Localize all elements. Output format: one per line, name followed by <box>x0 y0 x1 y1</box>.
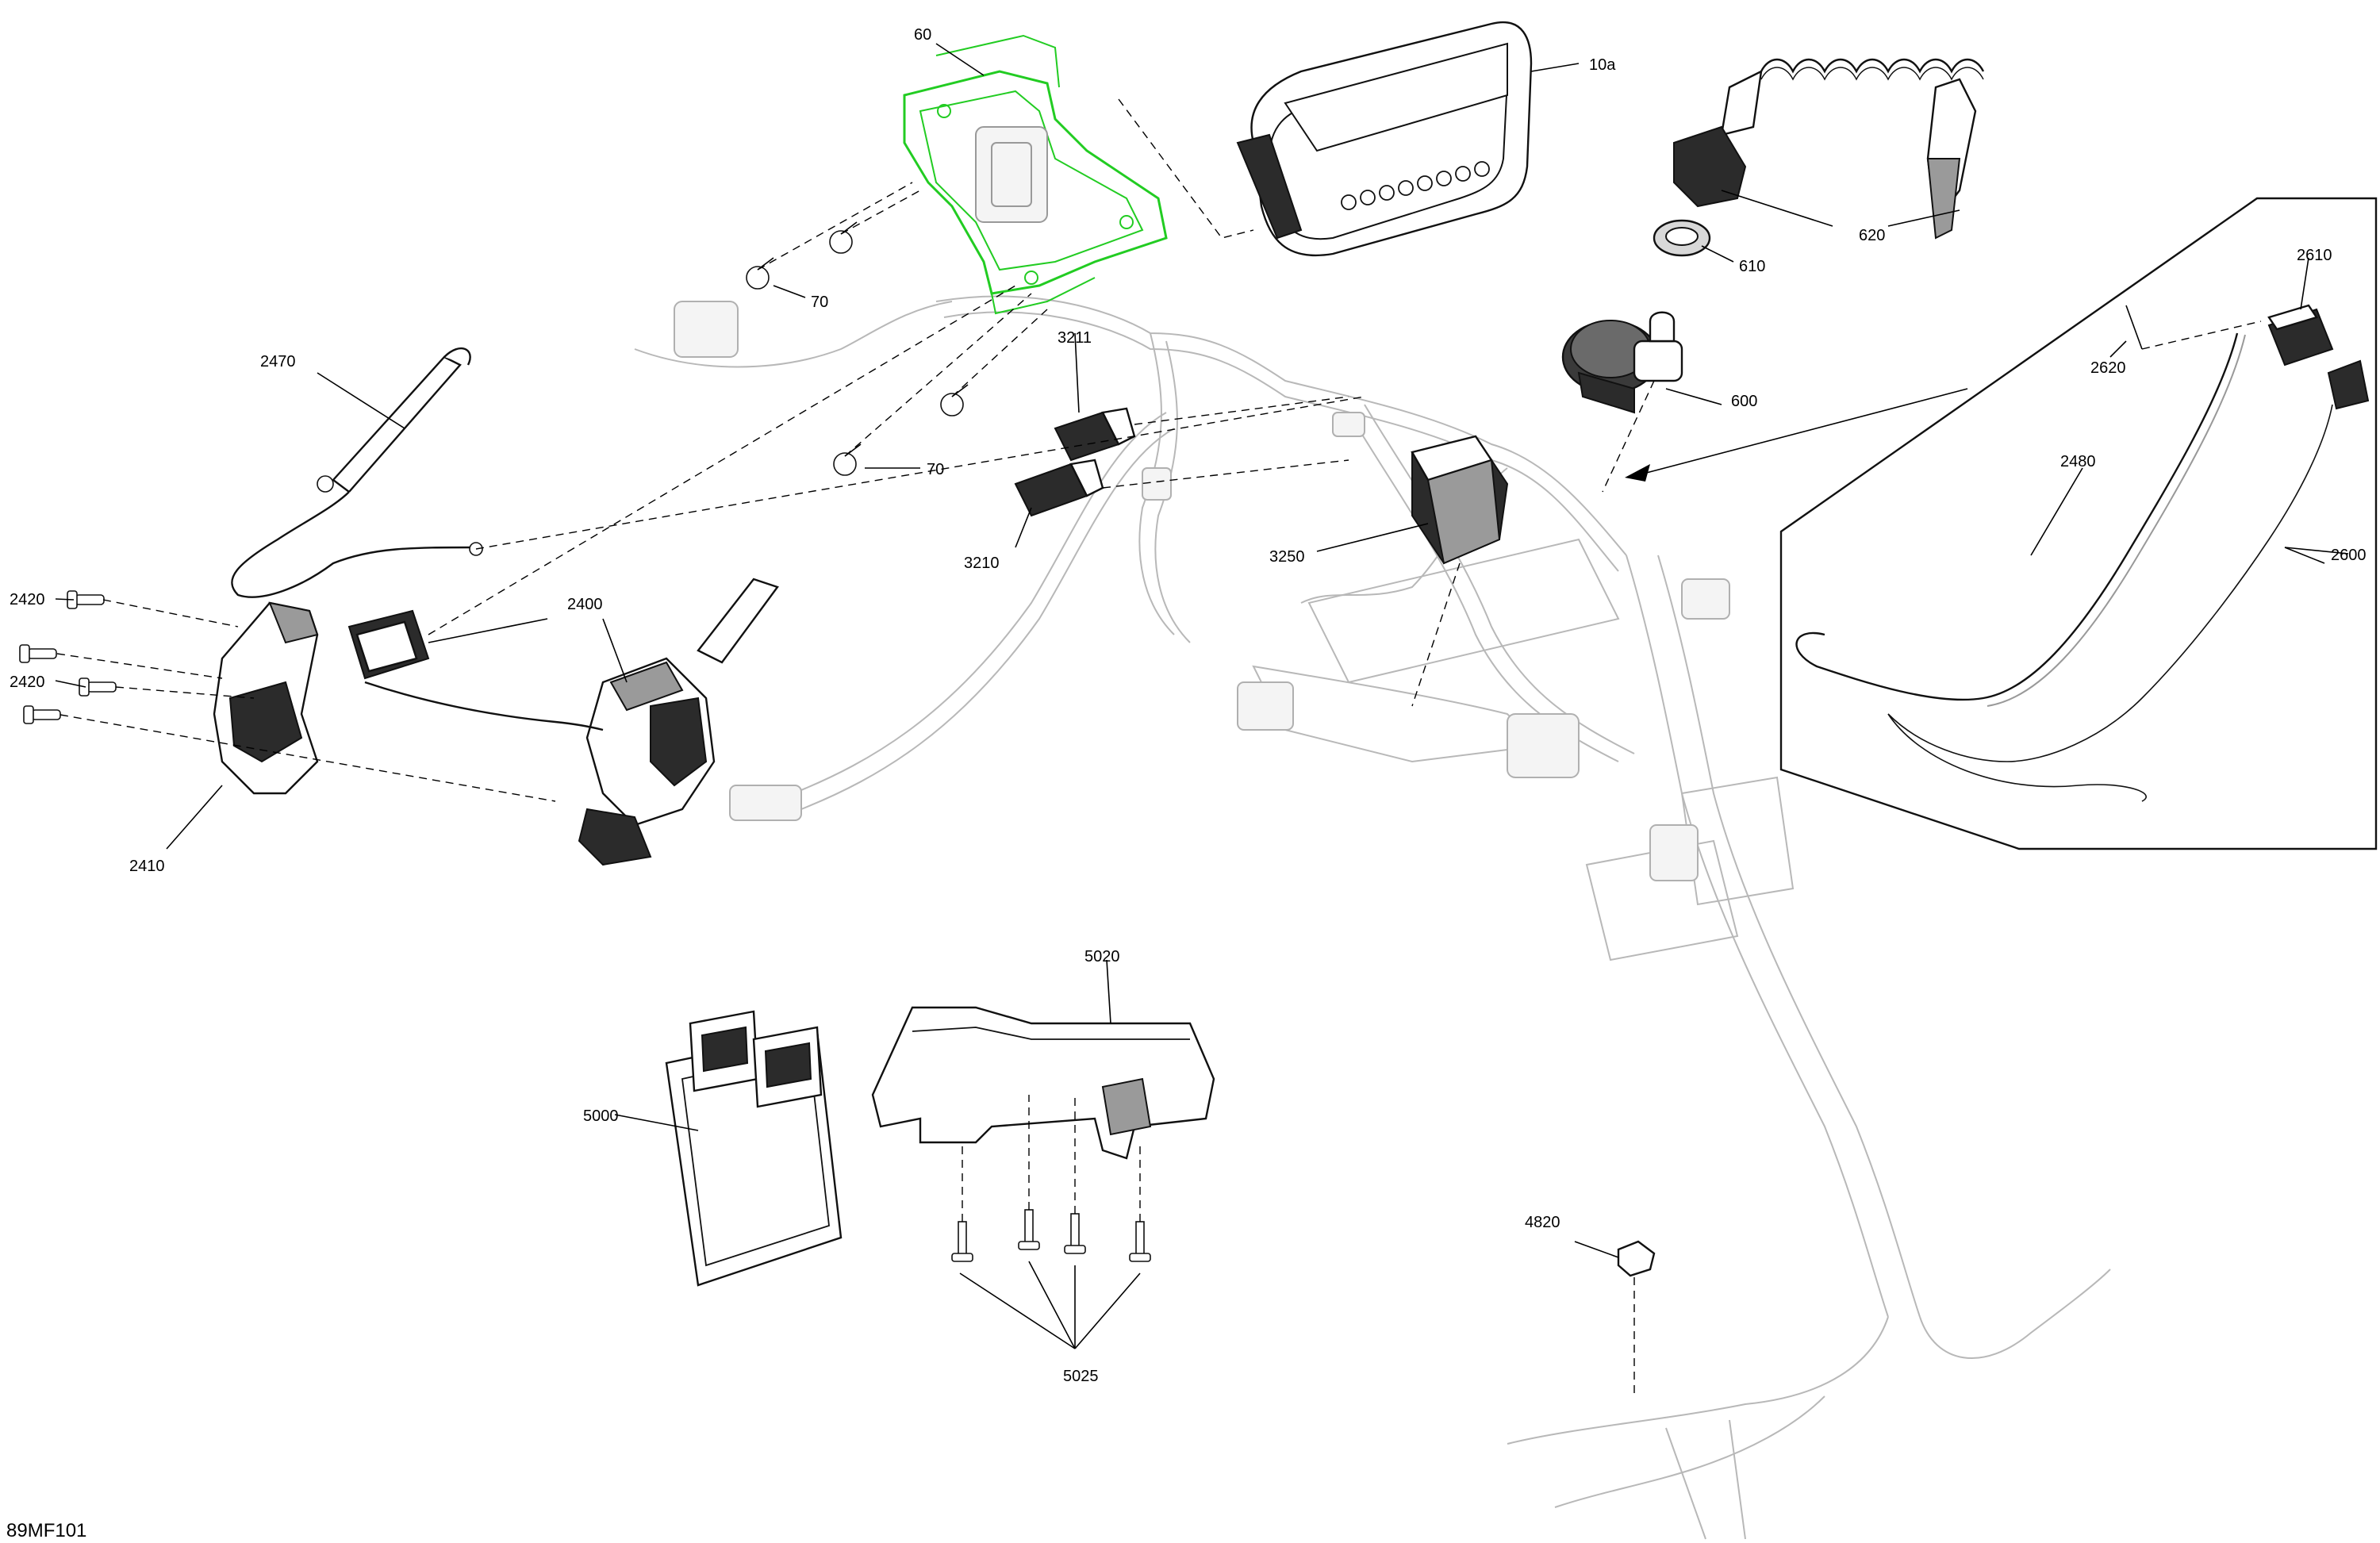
callout-labels: 60 10a 620 610 600 70 70 3211 3210 3250 … <box>6 26 2367 1541</box>
callout-2600: 2600 <box>2331 547 2367 564</box>
leader-lines <box>55 43 2349 1349</box>
connector-3210 <box>1014 459 1104 517</box>
wire-2480 <box>1795 332 2246 707</box>
ecm-5000 <box>665 1010 843 1287</box>
nut-4820 <box>1617 1240 1656 1277</box>
callout-60: 60 <box>914 26 931 44</box>
callout-5025: 5025 <box>1063 1368 1099 1385</box>
callout-2480: 2480 <box>2060 453 2096 470</box>
callout-4820: 4820 <box>1525 1214 1560 1231</box>
throttle-body-2400 <box>364 578 779 866</box>
callout-610: 610 <box>1739 258 1765 275</box>
callout-2400: 2400 <box>567 596 603 613</box>
callout-3250: 3250 <box>1269 548 1305 566</box>
callout-2420-lower: 2420 <box>10 674 45 691</box>
screw-2420-set <box>19 590 117 724</box>
connector-3211 <box>1054 407 1136 462</box>
key-ring-610 <box>1653 219 1711 257</box>
callout-2420-upper: 2420 <box>10 591 45 608</box>
callout-2470: 2470 <box>260 353 296 370</box>
assembly-lines <box>56 98 2262 1396</box>
callout-3210: 3210 <box>964 555 1000 572</box>
detail-inset-panel <box>1625 197 2378 850</box>
switch-housing-2410 <box>213 601 319 795</box>
callout-3211: 3211 <box>1058 329 1092 347</box>
harness-2600 <box>1887 359 2370 802</box>
pin-2620 <box>2125 305 2143 350</box>
callout-70-upper: 70 <box>811 294 828 311</box>
main-wiring-harness <box>634 295 2111 1540</box>
tether-cord-620 <box>1673 58 1985 240</box>
callout-70-lower: 70 <box>927 461 944 478</box>
instrument-cluster-10a <box>1236 21 1580 257</box>
dess-post-600 <box>1561 311 1683 414</box>
callout-10a: 10a <box>1589 56 1616 74</box>
callout-2410: 2410 <box>129 858 165 875</box>
bracket-5020 <box>871 1006 1215 1160</box>
callout-2620: 2620 <box>2090 359 2126 377</box>
diagram-id: 89MF101 <box>6 1520 86 1541</box>
module-2610 <box>2267 304 2334 367</box>
callout-620: 620 <box>1859 227 1885 244</box>
module-3250 <box>1411 435 1509 565</box>
throttle-lever-2470 <box>231 347 483 598</box>
bracket-60-highlighted <box>903 34 1168 315</box>
callout-600: 600 <box>1731 393 1757 410</box>
screw-70-set <box>746 221 969 476</box>
callout-5000: 5000 <box>583 1107 619 1125</box>
callout-2610: 2610 <box>2297 247 2332 264</box>
callout-5020: 5020 <box>1084 948 1120 965</box>
connector-2400-left <box>347 609 430 680</box>
screw-5025-set <box>951 1209 1151 1262</box>
